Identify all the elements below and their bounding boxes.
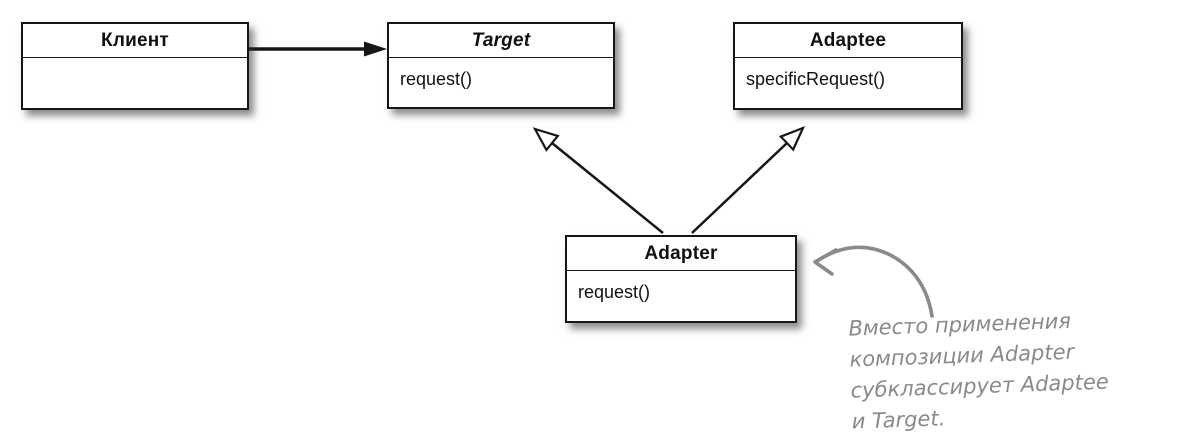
class-box-adapter: Adapter request() [565,235,797,323]
class-name-adapter: Adapter [567,237,795,271]
annotation-curved-arrow [813,245,934,318]
class-body-client [23,58,247,69]
class-name-client: Клиент [23,24,247,58]
class-name-adaptee: Adaptee [735,24,961,58]
class-box-client: Клиент [21,22,249,110]
class-method-specific-request: specificRequest() [746,69,886,89]
class-body-adapter: request() [567,271,795,303]
class-box-adaptee: Adaptee specificRequest() [733,22,963,110]
class-method-adapter-request: request() [578,282,651,302]
class-method-request: request() [400,69,473,89]
association-arrow-client-target [249,41,387,57]
generalization-arrow-adapter-adaptee [691,126,806,234]
handwritten-annotation: Вместо применения композиции Adapter суб… [848,302,1172,437]
class-body-adaptee: specificRequest() [735,58,961,90]
class-name-target: Target [389,24,613,58]
class-box-target: Target request() [387,22,615,109]
generalization-arrow-adapter-target [532,127,664,234]
class-body-target: request() [389,58,613,90]
